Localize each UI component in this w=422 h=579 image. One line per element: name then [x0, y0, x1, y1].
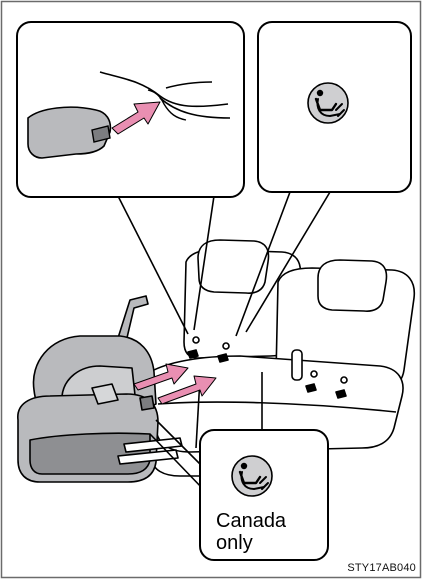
figure-code: STY17AB040: [347, 562, 416, 574]
headrest-left: [198, 240, 268, 293]
isofix-child-seat-icon: [232, 456, 272, 496]
canada-only-label: Canada only: [216, 510, 286, 554]
canada-label-line2: only: [216, 532, 286, 554]
headrest-right: [318, 260, 386, 311]
canada-label-line1: Canada: [216, 510, 286, 532]
isofix-child-seat-icon: [308, 83, 348, 123]
